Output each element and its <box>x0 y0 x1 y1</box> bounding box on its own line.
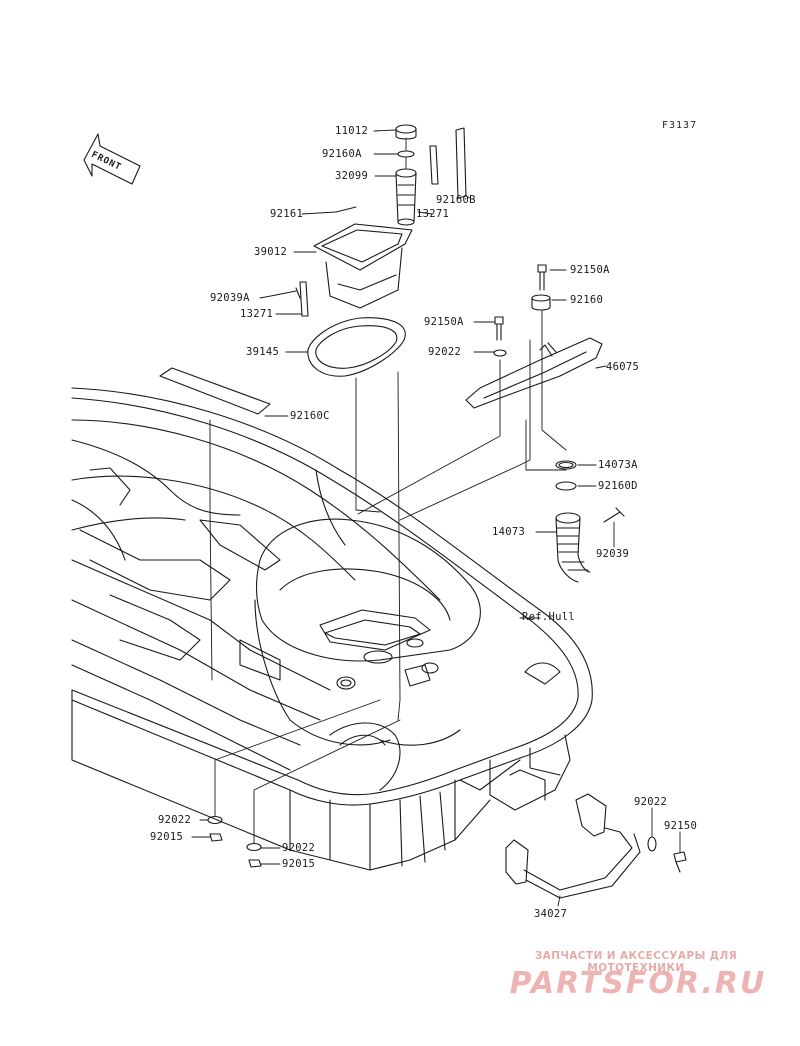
part-label-14073a: 14073A <box>598 459 638 471</box>
part-label-92160a: 92160A <box>322 148 362 160</box>
part-92160a-ring <box>397 150 415 158</box>
part-13271-bracket-upper <box>429 145 439 185</box>
part-34027-boarding-step <box>505 793 641 899</box>
part-92022-washer-right <box>647 836 657 852</box>
part-label-13271-upper: 13271 <box>416 208 450 220</box>
part-label-92039a: 92039A <box>210 292 250 304</box>
watermark-logo: PARTSFOR.RU <box>509 966 767 1001</box>
part-92150a-bolt-center <box>494 316 504 341</box>
part-label-92015-mid: 92015 <box>282 858 316 870</box>
part-label-92022-right: 92022 <box>634 796 668 808</box>
part-92039-clip <box>603 507 625 523</box>
part-label-32099: 32099 <box>335 170 369 182</box>
part-14073a-ring <box>555 460 577 470</box>
part-label-11012: 11012 <box>335 125 369 137</box>
part-label-92022-left: 92022 <box>158 814 192 826</box>
hull-outline <box>71 387 593 871</box>
part-92160b-strip <box>455 127 467 199</box>
part-label-13271-lower: 13271 <box>240 308 274 320</box>
part-92160-spacer <box>531 294 551 311</box>
part-92161-pin <box>335 206 357 213</box>
part-92022-washer-center <box>493 349 507 357</box>
guide-lines <box>209 137 567 844</box>
part-92160d-ring <box>555 481 577 491</box>
part-92150-bolt-right <box>673 851 687 873</box>
part-92015-nut-mid <box>248 859 262 868</box>
part-label-92160d: 92160D <box>598 480 638 492</box>
part-label-46075: 46075 <box>606 361 640 373</box>
part-label-92150: 92150 <box>664 820 698 832</box>
part-label-92160c: 92160C <box>290 410 330 422</box>
part-label-92022-mid: 92022 <box>282 842 316 854</box>
part-39012-storage-bin <box>313 223 413 309</box>
front-arrow-icon <box>83 133 141 185</box>
part-92022-washer-mid <box>246 842 262 852</box>
ref-hull-label: Ref.Hull <box>522 611 575 623</box>
figure-code: F3137 <box>662 120 698 131</box>
part-label-92039: 92039 <box>596 548 630 560</box>
watermark-tagline: ЗАПЧАСТИ И АКСЕССУАРЫ ДЛЯ МОТОТЕХНИКИ <box>534 950 738 974</box>
part-label-39145: 39145 <box>246 346 280 358</box>
leader-lines <box>191 129 681 907</box>
part-92015-nut-left <box>209 833 223 842</box>
part-92039a-clip <box>275 287 301 299</box>
part-92022-washer-left <box>207 815 223 825</box>
part-label-92150a-upper: 92150A <box>570 264 610 276</box>
part-92160c-pad <box>159 367 271 415</box>
part-label-39012: 39012 <box>254 246 288 258</box>
part-46075-handle <box>465 337 603 409</box>
part-label-92015-left: 92015 <box>150 831 184 843</box>
part-label-34027: 34027 <box>534 908 568 920</box>
part-14073-hose <box>555 512 591 583</box>
part-32099-fitting <box>395 168 417 226</box>
part-label-92150a-center: 92150A <box>424 316 464 328</box>
part-label-92022-center: 92022 <box>428 346 462 358</box>
part-label-92160b: 92160B <box>436 194 476 206</box>
part-13271-bracket-lower <box>299 281 309 317</box>
part-39145-gasket <box>307 317 406 377</box>
part-11012-cap <box>395 124 417 140</box>
part-92150a-bolt-upper <box>537 264 547 291</box>
part-label-92161: 92161 <box>270 208 304 220</box>
part-label-14073: 14073 <box>492 526 526 538</box>
part-label-92160: 92160 <box>570 294 604 306</box>
